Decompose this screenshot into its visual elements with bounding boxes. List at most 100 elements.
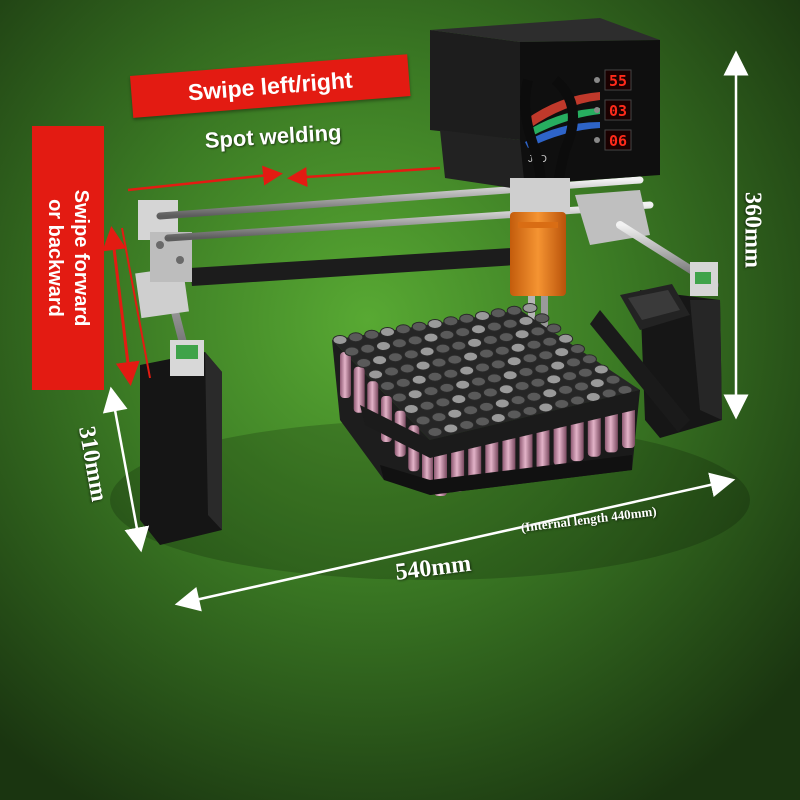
red-arrow-guide (121, 227, 151, 379)
nickel-strip-spot (447, 354, 463, 365)
nickel-strip-spot (482, 335, 498, 345)
nickel-strip-spot (581, 354, 597, 365)
nickel-strip-spot (391, 392, 407, 403)
nickel-strip-spot (419, 346, 435, 357)
nickel-strip-spot (423, 386, 439, 397)
nickel-strip-spot (443, 316, 459, 327)
nickel-strip-spot (589, 378, 605, 389)
nickel-strip-spot (395, 377, 411, 388)
nickel-strip-spot (490, 359, 506, 370)
nickel-strip-spot (455, 327, 471, 338)
nickel-strip-spot (431, 357, 447, 368)
nickel-strip-spot (380, 381, 395, 391)
battery-cell (485, 432, 499, 483)
nickel-strip-spot (486, 321, 502, 332)
nickel-strip-spot (439, 382, 455, 393)
nickel-strip-spot (443, 368, 459, 379)
nickel-strip-spot (407, 389, 423, 400)
nickel-strip-spot (605, 374, 621, 385)
nickel-strip-spot (574, 381, 589, 392)
nickel-strip-spot (566, 357, 581, 368)
nickel-strip-spot (494, 345, 510, 356)
nickel-strip-spot (593, 364, 609, 375)
nickel-strip-spot (490, 413, 506, 423)
nickel-strip-spot (443, 423, 459, 434)
nickel-strip-spot (356, 358, 372, 368)
nickel-strip-spot (530, 326, 546, 337)
nickel-strip-spot (463, 351, 479, 362)
nickel-strip-spot (522, 303, 538, 313)
nickel-strip-spot (364, 329, 380, 340)
nickel-strip-spot (550, 360, 566, 371)
height-dimension-label: 360mm (739, 192, 766, 268)
nickel-strip-spot (542, 336, 558, 347)
nickel-strip-spot (558, 384, 574, 395)
nickel-strip-spot (558, 333, 574, 344)
nickel-strip-spot (411, 374, 427, 385)
swipe-forward-line: Swipe forward (70, 189, 92, 327)
nickel-strip-spot (459, 420, 475, 430)
base-bar (590, 310, 690, 432)
nickel-strip-spot (506, 409, 522, 420)
rear-crossbar (190, 245, 562, 286)
battery-cell (340, 352, 351, 398)
nickel-strip-spot (344, 346, 360, 357)
nickel-strip-spot (384, 366, 399, 377)
nickel-strip-spot (542, 388, 558, 399)
nickel-strip-spot (423, 332, 439, 343)
nickel-strip-spot (475, 311, 490, 321)
nickel-strip-spot (510, 395, 526, 406)
nickel-strip-spot (570, 395, 585, 406)
nickel-strip-spot (577, 367, 593, 378)
nickel-strip-spot (407, 335, 423, 346)
swipe-backward-line: or backward (44, 199, 66, 317)
swipe-forward-backward-banner: Swipe forward or backward (32, 126, 104, 390)
nickel-strip-spot (403, 404, 419, 414)
nickel-strip-spot (419, 400, 435, 411)
nickel-strip-spot (538, 350, 554, 361)
left-leg (140, 352, 222, 545)
battery-pack (332, 303, 640, 496)
nickel-strip-spot (395, 324, 411, 335)
nickel-strip-spot (360, 343, 376, 354)
nickel-strip-spot (471, 376, 486, 387)
nickel-strip-spot (427, 371, 443, 382)
nickel-strip-spot (411, 321, 427, 332)
nickel-strip-spot (403, 349, 419, 360)
carriage (510, 178, 570, 214)
nickel-strip-spot (387, 352, 403, 363)
nickel-strip-spot (372, 355, 388, 366)
nickel-strip-spot (506, 305, 522, 316)
nickel-strip-spot (479, 348, 494, 359)
battery-cell (502, 428, 516, 479)
nickel-strip-spot (463, 405, 479, 416)
led-display-1: 55 (609, 72, 627, 90)
right-rail-block (575, 190, 719, 296)
nickel-strip-spot (451, 394, 467, 405)
nickel-strip-spot (502, 370, 518, 381)
nickel-strip-spot (467, 337, 483, 348)
nickel-strip-spot (570, 344, 585, 354)
nickel-strip-spot (526, 339, 542, 350)
nickel-strip-spot (486, 373, 502, 384)
nickel-strip-spot (447, 408, 463, 419)
led-display-2: 03 (609, 102, 627, 120)
nickel-strip-spot (490, 308, 506, 319)
battery-cells-top (332, 303, 633, 437)
nickel-strip-spot (467, 390, 483, 401)
nickel-strip-spot (415, 360, 431, 371)
nickel-strip-spot (554, 399, 570, 409)
red-arrows-left-right (127, 165, 441, 192)
nickel-strip-spot (332, 335, 348, 345)
nickel-strip-spot (522, 406, 538, 416)
nickel-strip-spot (399, 363, 415, 374)
nickel-strip-spot (376, 341, 391, 351)
nickel-strip-spot (562, 371, 578, 382)
nickel-strip-spot (494, 398, 510, 409)
led-display-3: 06 (609, 132, 627, 150)
swipe-forward-backward-text: Swipe forward or backward (42, 130, 94, 386)
nickel-strip-spot (530, 377, 546, 388)
nickel-strip-spot (391, 338, 407, 349)
